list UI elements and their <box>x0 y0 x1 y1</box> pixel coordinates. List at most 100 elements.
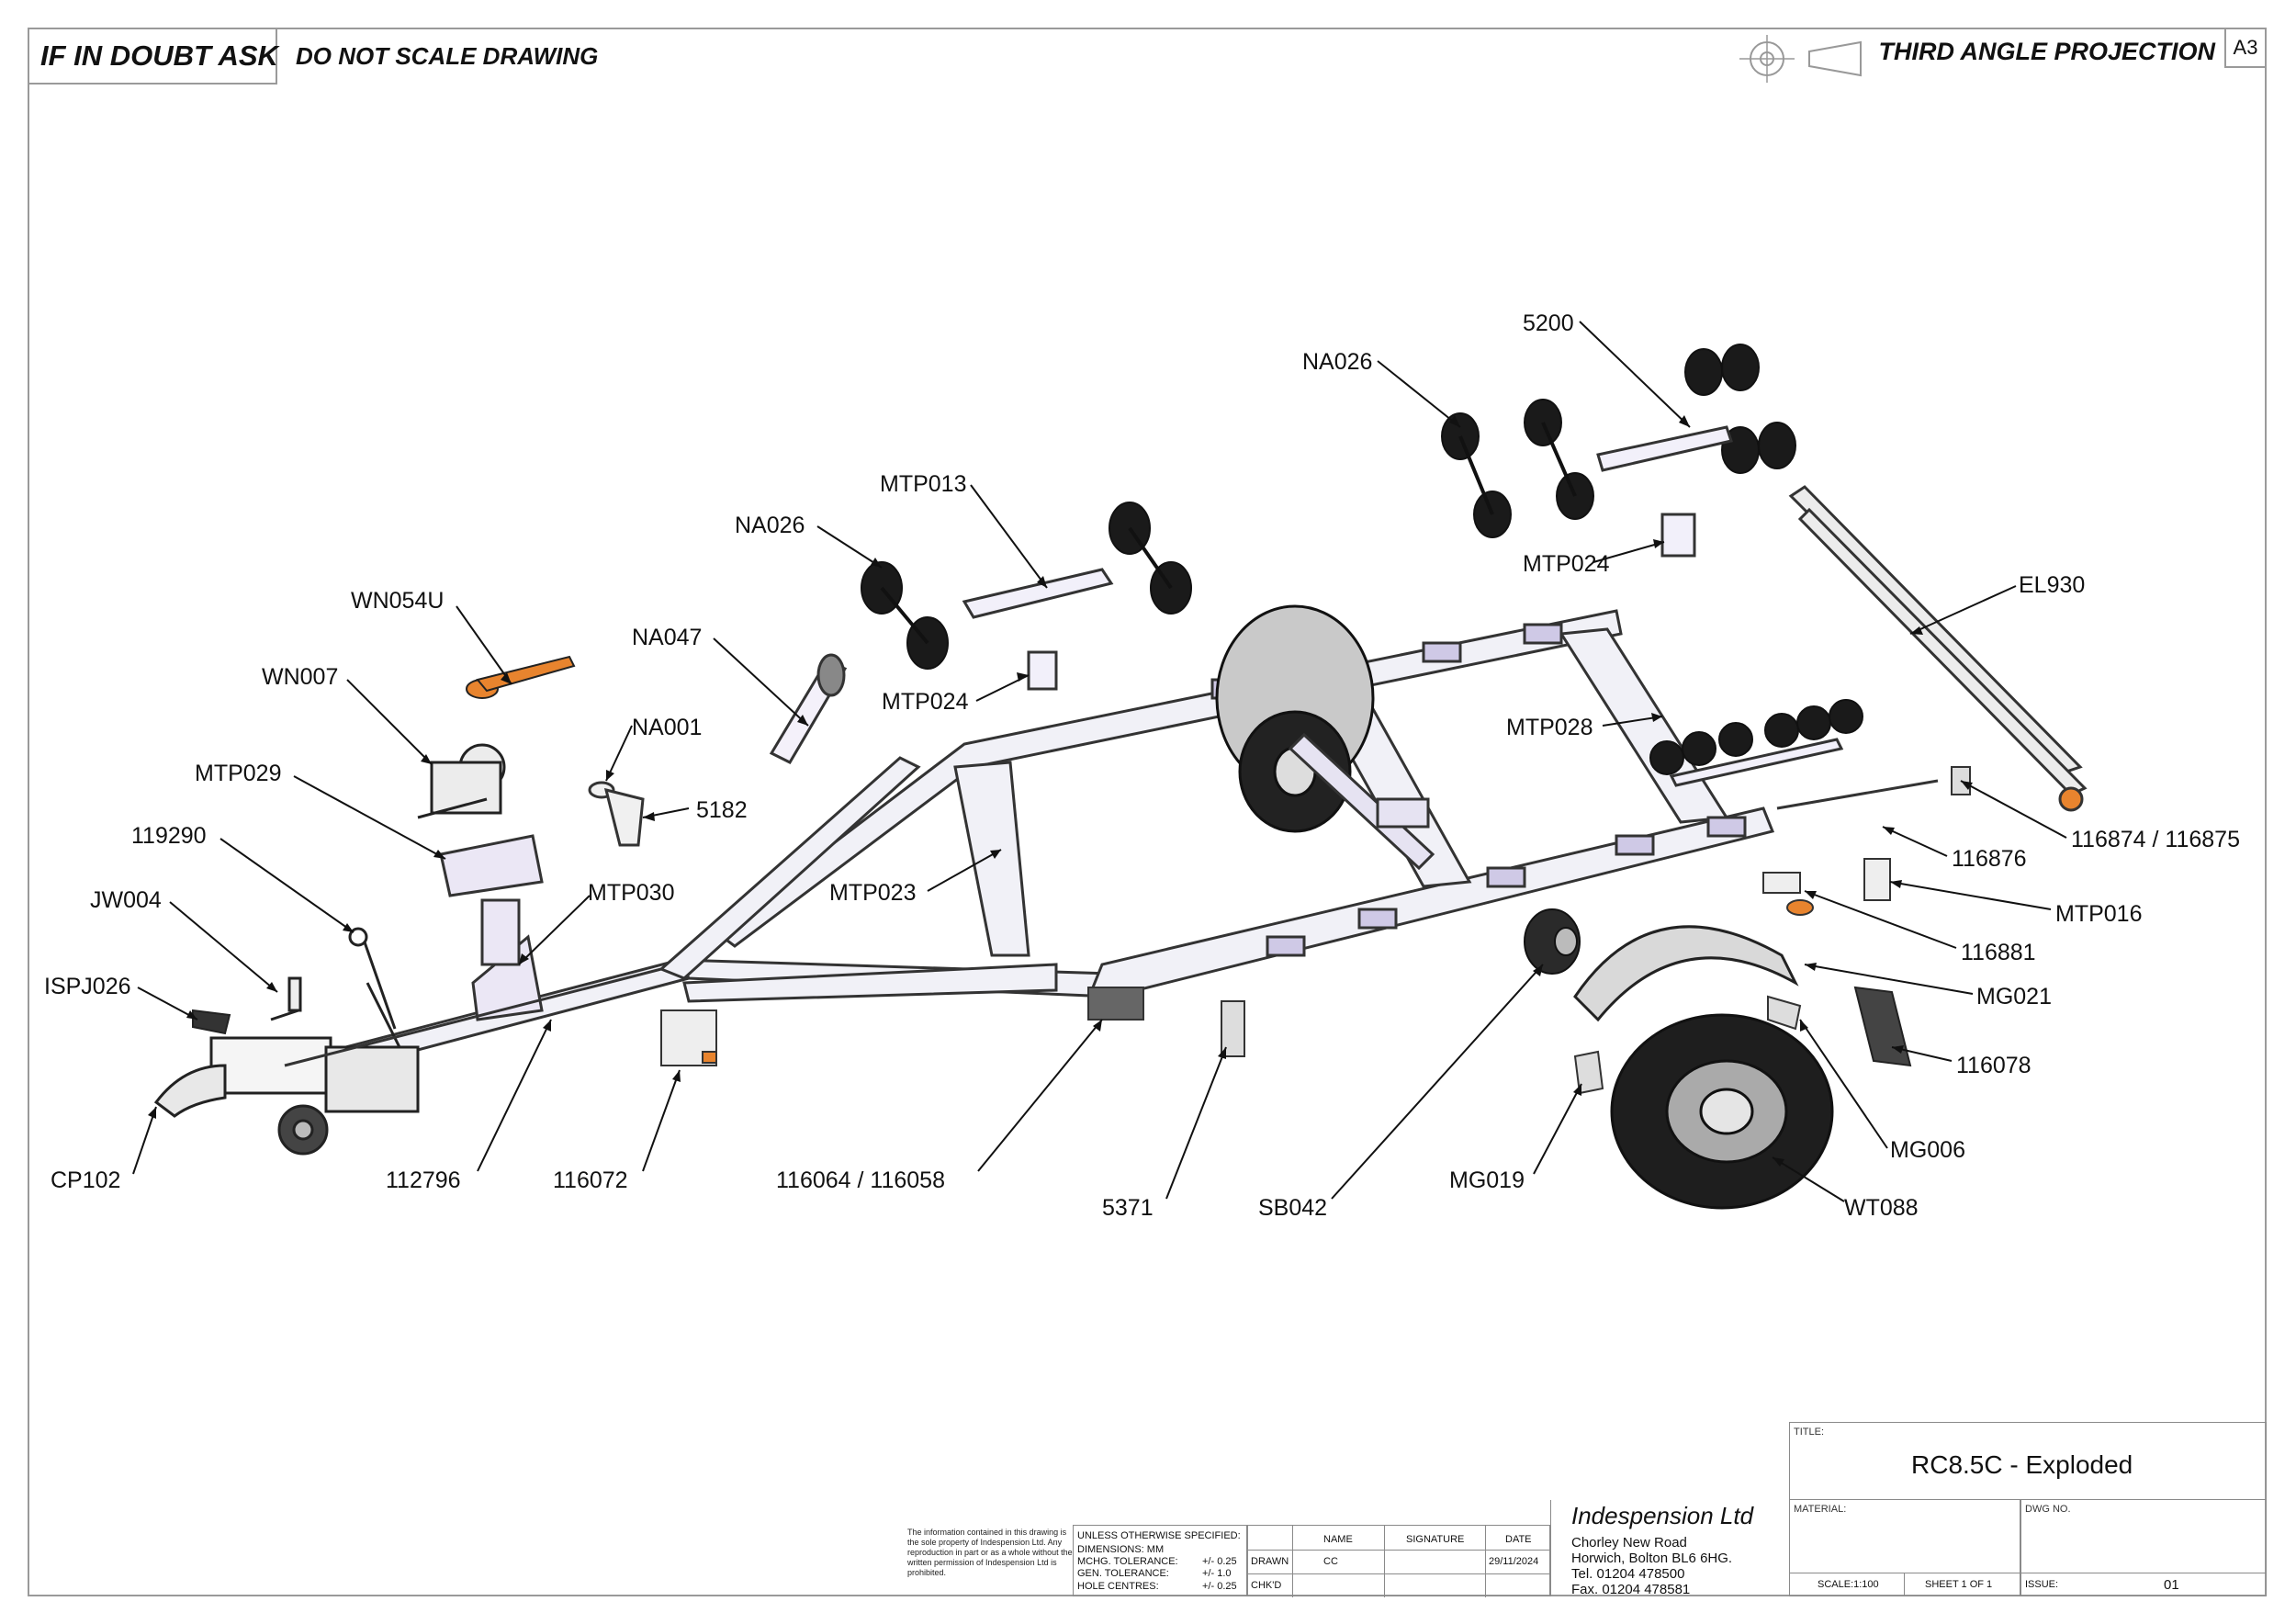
winch <box>417 743 506 819</box>
company-name: Indespension Ltd <box>1571 1502 1754 1529</box>
issue-value: 01 <box>2164 1577 2179 1593</box>
callout-mtp029: MTP029 <box>195 761 281 786</box>
drawn-name: CC <box>1323 1556 1338 1567</box>
tolerance-block: UNLESS OTHERWISE SPECIFIED: DIMENSIONS: … <box>1073 1525 1247 1596</box>
rear-light-116072 <box>660 1009 717 1066</box>
mchg-tolerance-label: MCHG. TOLERANCE: <box>1077 1556 1178 1567</box>
roller-bracket-mtp013 <box>962 568 1114 619</box>
title-block-notice: The information contained in this drawin… <box>907 1528 1073 1596</box>
company-address-2: Horwich, Bolton BL6 6HG. <box>1571 1551 1733 1566</box>
material-label: MATERIAL: <box>1794 1504 1847 1515</box>
callout-wn054u: WN054U <box>351 588 444 614</box>
third-angle-projection-icon <box>1739 35 1862 83</box>
callout-116078: 116078 <box>1956 1053 2032 1078</box>
lighting-board <box>1788 485 2088 812</box>
callout-116874: 116874 / 116875 <box>2071 827 2240 852</box>
callout-mg021: MG021 <box>1976 984 2052 1009</box>
callout-116064: 116064 / 116058 <box>776 1167 945 1193</box>
winch-strap <box>466 655 576 699</box>
callout-leaders <box>132 321 2067 1202</box>
callout-na001: NA001 <box>632 715 702 740</box>
roller-bracket-mtp024 <box>1027 650 1058 691</box>
col-signature: SIGNATURE <box>1406 1534 1465 1545</box>
loose-wheel <box>1610 1013 1834 1210</box>
na001-part <box>588 781 645 847</box>
handle <box>270 976 302 1021</box>
row-chkd: CHK'D <box>1251 1580 1282 1591</box>
callout-cp102: CP102 <box>51 1167 120 1193</box>
mudguard <box>1573 925 1799 1022</box>
side-roller-group <box>1649 699 1863 787</box>
sheet-value: SHEET 1 OF 1 <box>1925 1579 1993 1590</box>
company-tel: Tel. 01204 478500 <box>1571 1566 1685 1582</box>
callout-mg006: MG006 <box>1890 1137 1965 1163</box>
unless-specified: UNLESS OTHERWISE SPECIFIED: <box>1077 1530 1241 1541</box>
callout-mtp030: MTP030 <box>588 880 674 906</box>
callout-el930: EL930 <box>2019 572 2085 598</box>
sheet-cell: SHEET 1 OF 1 <box>1905 1573 2020 1596</box>
if-in-doubt-box: IF IN DOUBT ASK <box>28 28 278 85</box>
axle-beam <box>1288 732 1435 871</box>
callout-mg019: MG019 <box>1449 1167 1525 1193</box>
callout-116876: 116876 <box>1952 846 2027 872</box>
lamp-116881 <box>1762 872 1814 916</box>
cable-116876 <box>1776 779 1939 810</box>
number-plate-116078 <box>1853 986 1912 1067</box>
row-drawn: DRAWN <box>1251 1556 1289 1567</box>
bracket-mg006 <box>1767 995 1802 1031</box>
padlock <box>192 1009 231 1035</box>
company-block: Indespension Ltd Chorley New Road Horwic… <box>1550 1500 1789 1597</box>
drawn-date: 29/11/2024 <box>1489 1556 1539 1567</box>
winch-post <box>439 834 544 1021</box>
callout-5182: 5182 <box>696 797 748 823</box>
callout-mtp024-front: MTP024 <box>882 689 969 715</box>
callout-labels: WN054U WN007 MTP029 119290 JW004 ISPJ026… <box>44 310 2240 1221</box>
roller-bracket-mtp024-rear <box>1660 513 1696 558</box>
company-address-1: Chorley New Road <box>1571 1535 1687 1551</box>
scale-cell: SCALE:1:100 <box>1789 1573 1905 1596</box>
callout-sb042: SB042 <box>1258 1195 1327 1221</box>
callout-116072: 116072 <box>553 1167 628 1193</box>
callout-na026-rear: NA026 <box>1302 349 1372 375</box>
jack-stand <box>348 927 397 1030</box>
projection-label: THIRD ANGLE PROJECTION <box>1878 37 2215 65</box>
hub-drum <box>1524 908 1581 975</box>
callout-mtp024-rear: MTP024 <box>1523 551 1610 577</box>
dwg-no-label: DWG NO. <box>2025 1504 2071 1515</box>
title-label: TITLE: <box>1794 1427 1825 1438</box>
col-name: NAME <box>1323 1534 1353 1545</box>
callout-wn007: WN007 <box>262 664 338 690</box>
hole-centres-value: +/- 0.25 <box>1202 1581 1237 1592</box>
issue-cell: ISSUE: 01 <box>2020 1573 2267 1596</box>
bracket-5371 <box>1221 1000 1245 1057</box>
callout-wt088: WT088 <box>1844 1195 1919 1221</box>
approval-table: NAME SIGNATURE DATE DRAWN CC 29/11/2024 … <box>1247 1525 1551 1597</box>
drawing-title: RC8.5C - Exploded <box>1911 1450 2133 1479</box>
callout-arrowheads <box>148 415 1973 1167</box>
issue-label: ISSUE: <box>2025 1579 2059 1590</box>
stay-bar-112796 <box>284 967 662 1067</box>
sheet-size: A3 <box>2224 28 2267 68</box>
callout-116881: 116881 <box>1961 940 2036 965</box>
keel-roller-bracket <box>769 653 848 764</box>
callout-119290: 119290 <box>131 823 207 849</box>
callout-jw004: JW004 <box>90 887 162 913</box>
chassis-wheel <box>1215 604 1375 833</box>
dimensions-unit: DIMENSIONS: MM <box>1077 1544 1165 1555</box>
hole-centres-label: HOLE CENTRES: <box>1077 1581 1159 1592</box>
front-roller-set <box>861 502 1192 670</box>
col-date: DATE <box>1505 1534 1532 1545</box>
callout-na026-front: NA026 <box>735 513 805 538</box>
trailer-chassis <box>273 609 1775 1086</box>
callout-na047: NA047 <box>632 625 702 650</box>
bracket-mg019 <box>1573 1050 1604 1095</box>
dwg-no-area: DWG NO. <box>2020 1500 2267 1573</box>
bracket-mtp016 <box>1863 858 1891 901</box>
gen-tolerance-value: +/- 1.0 <box>1202 1568 1232 1579</box>
company-fax: Fax. 01204 478581 <box>1571 1582 1691 1597</box>
title-area: TITLE: RC8.5C - Exploded <box>1789 1422 2267 1500</box>
mchg-tolerance-value: +/- 0.25 <box>1202 1556 1237 1567</box>
do-not-scale-note: DO NOT SCALE DRAWING <box>296 41 599 70</box>
